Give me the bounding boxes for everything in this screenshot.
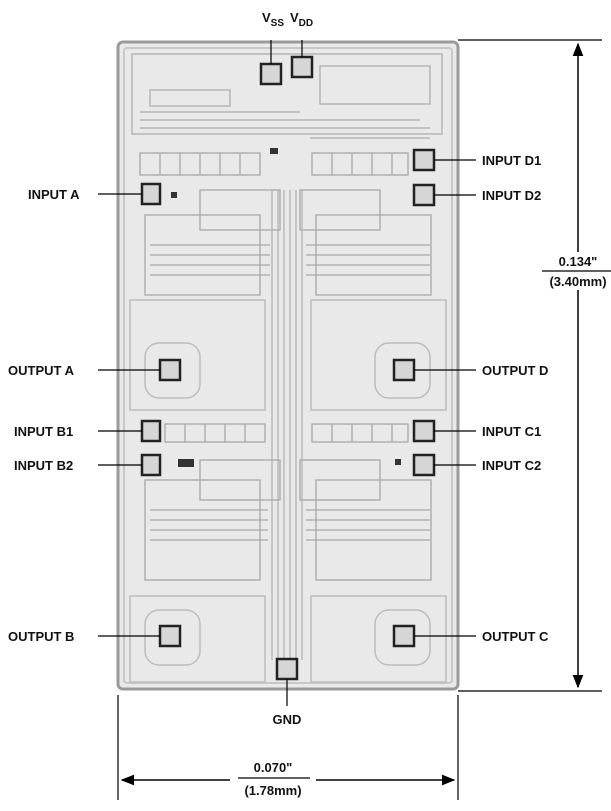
width-mm: (1.78mm) <box>244 783 301 798</box>
vss-label: VSS <box>262 10 284 29</box>
input-a-label: INPUT A <box>28 187 80 202</box>
pad-input-c2 <box>412 453 436 477</box>
input-b2-label: INPUT B2 <box>14 458 73 473</box>
pad-vss <box>259 62 283 86</box>
pad-gnd <box>275 657 299 681</box>
die-inner-ring <box>123 47 453 684</box>
upper-logic-right <box>299 152 432 296</box>
output-c-label: OUTPUT C <box>482 629 549 644</box>
central-bus <box>271 190 303 660</box>
pad-output-a <box>158 358 182 382</box>
lower-logic-left <box>144 423 281 581</box>
top-routing <box>131 53 443 139</box>
lower-logic-right <box>299 423 432 581</box>
output-d-label: OUTPUT D <box>482 363 548 378</box>
height-dimension: 0.134" (3.40mm) <box>458 39 611 692</box>
gnd-label: GND <box>273 712 302 727</box>
output-a-label: OUTPUT A <box>8 363 75 378</box>
pad-output-c <box>392 624 416 648</box>
pad-vdd <box>290 55 314 79</box>
input-c1-label: INPUT C1 <box>482 424 541 439</box>
height-mm: (3.40mm) <box>549 274 606 289</box>
width-inches: 0.070" <box>254 760 293 775</box>
die-mark-left <box>178 459 194 467</box>
pad-input-a <box>140 182 162 206</box>
pad-output-d <box>392 358 416 382</box>
pad-output-b <box>158 624 182 648</box>
bond-pads <box>140 55 436 681</box>
die-mark-top <box>270 148 278 154</box>
vdd-label: VDD <box>290 10 313 29</box>
height-inches: 0.134" <box>559 254 598 269</box>
pin-labels: VSS VDD INPUT A OUTPUT A INPUT B1 INPUT … <box>8 10 549 727</box>
die-outline <box>116 40 460 691</box>
pad-input-b1 <box>140 419 162 443</box>
output-b-label: OUTPUT B <box>8 629 74 644</box>
die-mark-a <box>171 192 177 198</box>
width-dimension: 0.070" (1.78mm) <box>117 695 459 800</box>
leader-lines <box>98 40 476 706</box>
die <box>116 40 460 691</box>
input-d1-label: INPUT D1 <box>482 153 541 168</box>
input-d2-label: INPUT D2 <box>482 188 541 203</box>
upper-logic-left <box>139 152 281 296</box>
input-c2-label: INPUT C2 <box>482 458 541 473</box>
die-mark-c <box>395 459 401 465</box>
pad-input-b2 <box>140 453 162 477</box>
input-b1-label: INPUT B1 <box>14 424 73 439</box>
pad-input-d1 <box>412 148 436 172</box>
pad-input-d2 <box>412 183 436 207</box>
pad-input-c1 <box>412 419 436 443</box>
